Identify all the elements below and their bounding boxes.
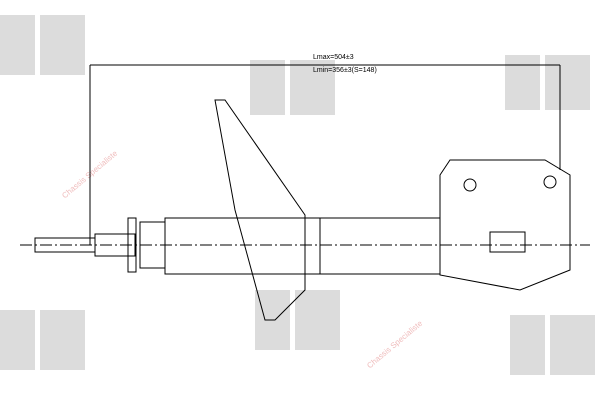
- knuckle-bracket: [439, 159, 571, 291]
- dj-logo: [505, 55, 590, 110]
- bracket-bolt: [489, 231, 526, 253]
- mount-hole: [463, 178, 477, 192]
- spring-seat: [214, 99, 306, 321]
- piston-rod: [94, 233, 136, 257]
- lmin-label: Lmin=356±3(S=148): [313, 67, 377, 74]
- dj-logo: [255, 290, 340, 350]
- dj-logo: [250, 60, 335, 115]
- damper-tube: [164, 217, 441, 275]
- upper-mount-washer: [127, 217, 137, 273]
- lmax-label: Lmax=504±3: [313, 54, 354, 61]
- dj-logo-watermarks: [0, 15, 595, 375]
- mount-hole: [543, 175, 557, 189]
- dj-logo: [0, 310, 85, 370]
- dj-logo: [0, 15, 85, 75]
- dj-logo: [510, 315, 595, 375]
